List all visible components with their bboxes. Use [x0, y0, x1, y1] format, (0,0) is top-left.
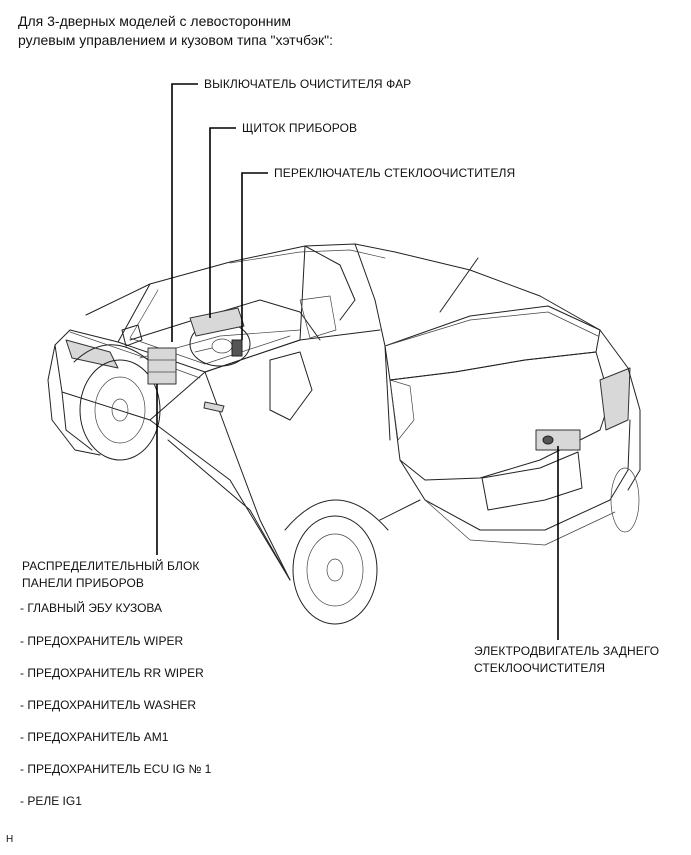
hood: [54, 329, 206, 421]
front-bumper: [47, 344, 101, 456]
rear-quarter: [627, 367, 641, 491]
front-hub: [111, 398, 129, 422]
diagram-heading: Для 3-дверных моделей с левосторонним ру…: [18, 12, 333, 50]
callout-rear-wiper-motor: ЭЛЕКТРОДВИГАТЕЛЬ ЗАДНЕГО СТЕКЛООЧИСТИТЕЛ…: [474, 643, 659, 677]
callout-junction-block: РАСПРЕДЕЛИТЕЛЬНЫЙ БЛОК ПАНЕЛИ ПРИБОРОВ: [22, 558, 199, 592]
rear-wiper-motor-shaft: [542, 435, 554, 445]
rear-window: [384, 305, 601, 381]
callout-headlamp-cleaner-switch: ВЫКЛЮЧАТЕЛЬ ОЧИСТИТЕЛЯ ФАР: [204, 77, 412, 91]
heading-line-1: Для 3-дверных моделей с левосторонним: [18, 13, 291, 29]
c-pillar: [354, 243, 391, 441]
junction-item: - ПРЕДОХРАНИТЕЛЬ RR WIPER: [20, 666, 204, 680]
rear-spoiler: [384, 311, 599, 347]
leader-headlamp-cleaner-switch: [171, 83, 198, 342]
front-wheel-rim: [94, 376, 146, 444]
roof-antenna: [439, 257, 479, 313]
car-roof-outline: [85, 243, 629, 369]
junction-item: - ПРЕДОХРАНИТЕЛЬ ECU IG № 1: [20, 762, 212, 776]
leader-combination-meter: [209, 127, 236, 318]
side-mirror: [121, 324, 143, 347]
front-lower: [61, 391, 93, 451]
heading-line-2: рулевым управлением и кузовом типа "хэтч…: [18, 32, 333, 48]
dashboard: [129, 299, 321, 341]
junction-block: [147, 347, 177, 385]
driver-seat: [269, 351, 313, 421]
tail-lamp-left: [389, 379, 415, 441]
steering-spoke: [194, 347, 213, 353]
rear-wheel-rim: [306, 533, 364, 607]
callout-combination-meter: ЩИТОК ПРИБОРОВ: [242, 121, 358, 135]
rear-wheel-arch: [284, 499, 389, 531]
junction-block-line-1: РАСПРЕДЕЛИТЕЛЬНЫЙ БЛОК: [22, 559, 200, 573]
leader-wiper-switch: [241, 172, 268, 340]
door-top: [204, 329, 381, 373]
junction-block-line-2: ПАНЕЛИ ПРИБОРОВ: [22, 576, 145, 590]
rear-hub: [326, 558, 344, 582]
car-illustration: [47, 243, 641, 625]
junction-item: - ГЛАВНЫЙ ЭБУ КУЗОВА: [20, 601, 163, 615]
instrument-cluster: [189, 307, 245, 337]
rear-side-window: [304, 245, 356, 321]
footnote-letter: H: [6, 834, 14, 845]
door-bottom: [149, 419, 291, 581]
rear-wiper-motor-line-1: ЭЛЕКТРОДВИГАТЕЛЬ ЗАДНЕГО: [474, 644, 660, 658]
junction-item: - РЕЛЕ IG1: [20, 794, 82, 808]
junction-item: - ПРЕДОХРАНИТЕЛЬ AM1: [20, 730, 169, 744]
wiper-switch-stalk: [231, 339, 243, 357]
junction-item: - ПРЕДОХРАНИТЕЛЬ WASHER: [20, 698, 197, 712]
front-wheel: [79, 359, 161, 461]
far-rear-wheel: [610, 467, 640, 533]
callout-wiper-switch: ПЕРЕКЛЮЧАТЕЛЬ СТЕКЛООЧИСТИТЕЛЯ: [274, 166, 516, 180]
rear-wheel: [292, 515, 378, 625]
steering-hub: [211, 338, 233, 354]
junction-item: - ПРЕДОХРАНИТЕЛЬ WIPER: [20, 634, 184, 648]
windshield: [117, 245, 306, 373]
tailgate: [389, 351, 611, 481]
door-handle: [203, 401, 225, 413]
rear-wiper-motor-line-2: СТЕКЛООЧИСТИТЕЛЯ: [474, 661, 606, 675]
car-roof-inner: [229, 249, 386, 264]
passenger-seat: [299, 295, 337, 339]
rear-bumper-lower: [424, 499, 616, 546]
headlamp: [65, 339, 119, 369]
license-plate-recess: [481, 451, 583, 511]
hood-crease: [69, 331, 201, 379]
tail-lamp-right: [599, 367, 631, 431]
door-front-edge: [204, 371, 291, 581]
rear-bumper: [399, 419, 631, 531]
side-sill: [167, 439, 421, 581]
